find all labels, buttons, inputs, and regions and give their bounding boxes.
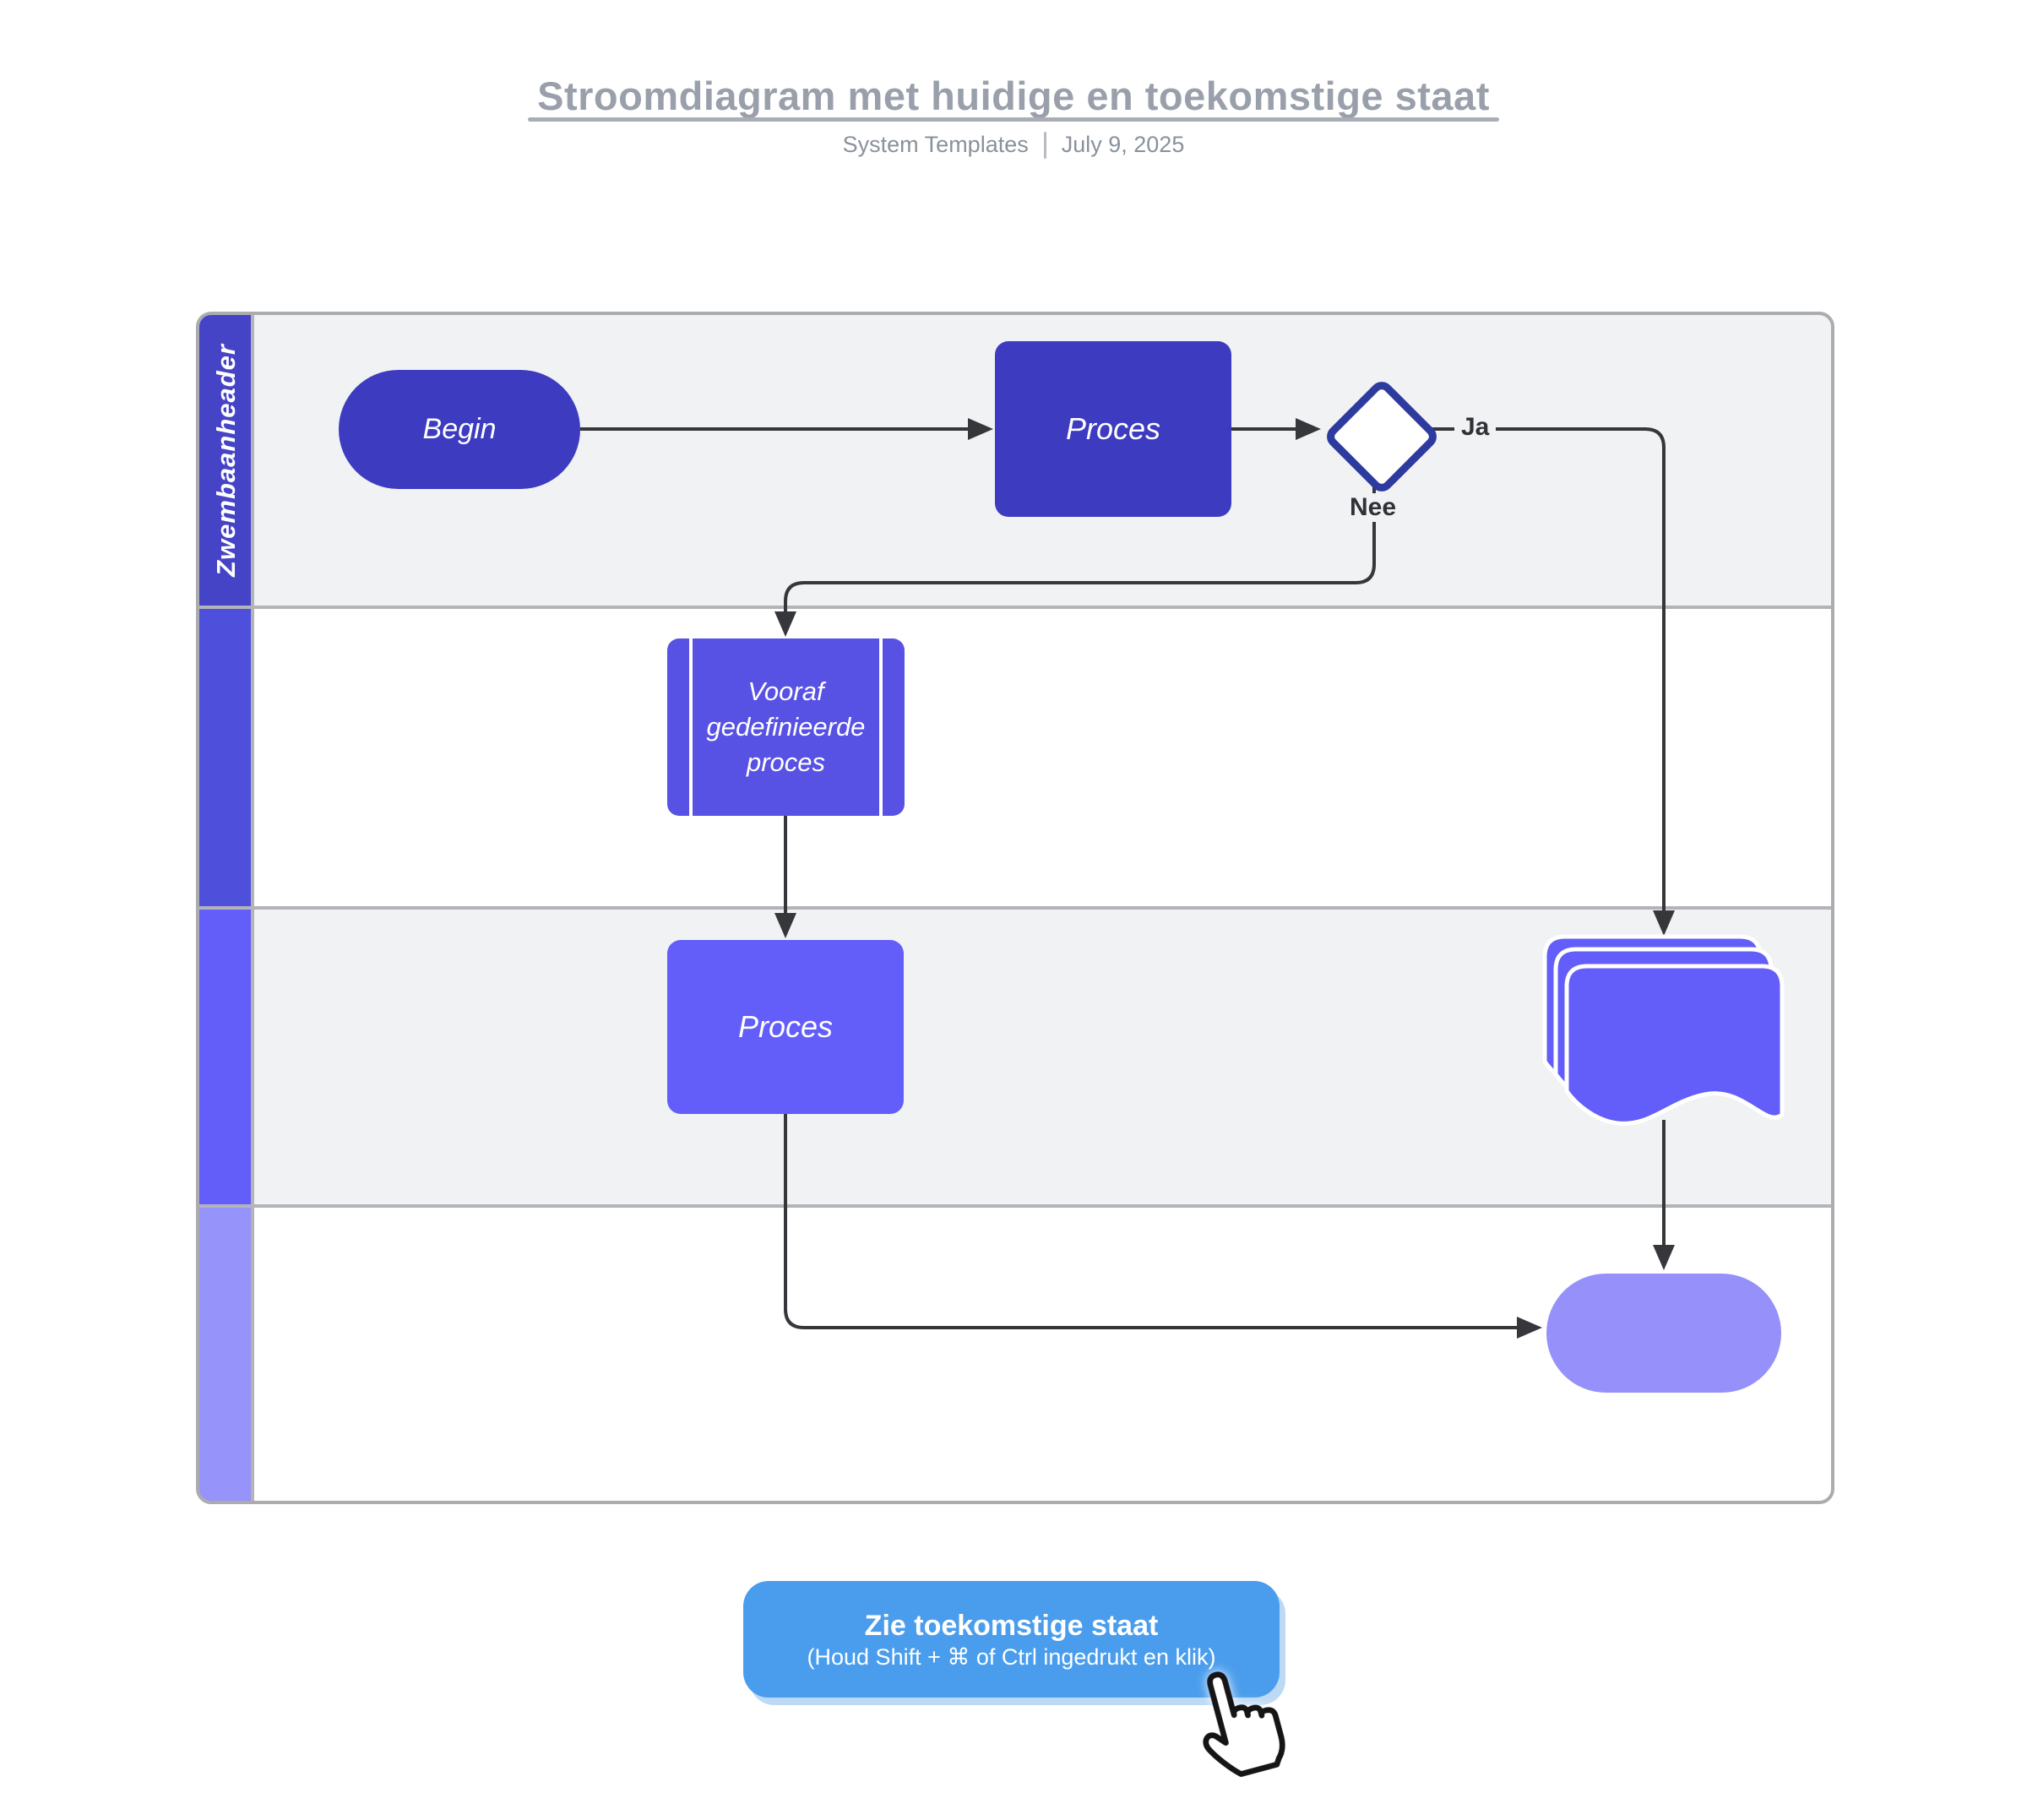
predefined-process-stripe bbox=[689, 638, 693, 816]
lane-3-bar[interactable] bbox=[199, 908, 253, 1206]
swimlane-header-bar[interactable]: Zwembaanheader bbox=[199, 313, 253, 607]
node-einde-terminator[interactable] bbox=[1546, 1274, 1781, 1393]
see-future-state-button-sublabel: (Houd Shift + ⌘ of Ctrl ingedrukt en kli… bbox=[807, 1644, 1216, 1671]
see-future-state-button[interactable]: Zie toekomstige staat (Houd Shift + ⌘ of… bbox=[743, 1581, 1280, 1698]
predefined-process-stripe bbox=[879, 638, 883, 816]
title-underline bbox=[528, 117, 1499, 122]
page-meta: System Templates July 9, 2025 bbox=[0, 132, 2027, 159]
lane-4-bar[interactable] bbox=[199, 1206, 253, 1502]
lane-separator bbox=[196, 606, 1834, 609]
lane-2-background bbox=[253, 607, 1831, 908]
page-title: Stroomdiagram met huidige en toekomstige… bbox=[537, 73, 1490, 118]
lane-2-bar[interactable] bbox=[199, 607, 253, 908]
lane-separator bbox=[196, 906, 1834, 910]
node-proces-2-label: Proces bbox=[737, 1009, 834, 1044]
document-sheet-front bbox=[1564, 964, 1785, 1126]
meta-date: July 9, 2025 bbox=[1061, 132, 1185, 157]
node-multi-document[interactable] bbox=[1542, 934, 1789, 1130]
header-column-separator bbox=[251, 312, 254, 1504]
edge-label-ja: Ja bbox=[1454, 413, 1497, 442]
node-vooraf-gedefinieerde-proces[interactable]: Vooraf gedefinieerde proces bbox=[667, 638, 905, 816]
meta-divider bbox=[1043, 132, 1046, 159]
swimlane-header-label: Zwembaanheader bbox=[210, 344, 241, 577]
node-vooraf-label: Vooraf gedefinieerde proces bbox=[706, 676, 866, 777]
node-proces-1-label: Proces bbox=[1065, 411, 1161, 446]
see-future-state-button-label: Zie toekomstige staat bbox=[864, 1609, 1159, 1642]
edge-label-nee: Nee bbox=[1343, 493, 1404, 522]
lane-separator bbox=[196, 1204, 1834, 1208]
node-begin-label: Begin bbox=[422, 413, 497, 445]
node-proces-1[interactable]: Proces bbox=[995, 341, 1231, 517]
node-proces-2[interactable]: Proces bbox=[667, 940, 904, 1114]
cursor-hand-icon bbox=[1203, 1671, 1285, 1777]
meta-source: System Templates bbox=[842, 132, 1029, 157]
node-begin[interactable]: Begin bbox=[339, 370, 580, 489]
